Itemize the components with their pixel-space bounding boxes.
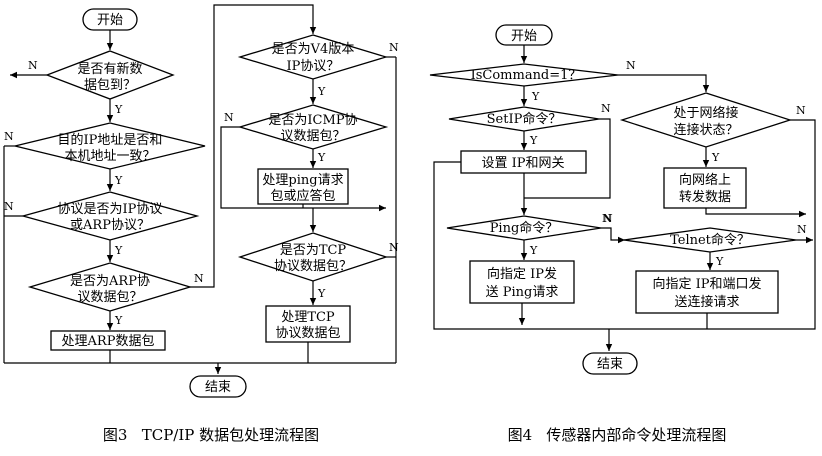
fig3-ip-proto-line1: 协议是否为IP协议 (58, 202, 163, 217)
fig4-start-label: 开始 (511, 29, 537, 44)
fig4-ping-yes: Y (529, 244, 538, 257)
fig3-new-packet-line2: 据包到？ (84, 78, 136, 93)
fig4-net-state-line2: 连接状态？ (673, 122, 738, 138)
fig3-new-packet-no: N (28, 59, 38, 72)
fig4-telnet-yes: Y (715, 255, 724, 268)
fig3-icmp-yes: Y (317, 151, 326, 164)
fig3-arp-proto-line2: 议数据包？ (77, 290, 142, 305)
fig3-ipv4-yes: Y (317, 85, 326, 98)
fig3-handle-arp-label: 处理ARP数据包 (62, 334, 155, 349)
fig4-is-command-no: N (626, 59, 636, 72)
fig4-caption: 图4 传感器内部命令处理流程图 (508, 426, 727, 444)
fig3-tcp-line1: 是否为TCP (280, 243, 347, 258)
fig4-forward-no: N (602, 212, 612, 225)
fig3-handle-tcp-line2: 协议数据包 (275, 326, 340, 341)
fig4-is-command-yes: Y (531, 90, 540, 103)
fig4-setip-yes: Y (529, 134, 538, 147)
fig3-ipv4-line2: IP协议？ (287, 59, 340, 74)
fig3-icmp-line2: 议数据包？ (280, 129, 345, 144)
fig4-net-state-line1: 处于网络接 (673, 105, 738, 121)
fig3-arp-proto-no: N (194, 272, 204, 285)
fig3-ip-match-no: N (4, 130, 14, 143)
fig4-ping-no: N (603, 212, 613, 225)
fig3-arp-proto-line1: 是否为ARP协 (70, 274, 150, 289)
fig3-handle-ping-line1: 处理ping请求 (262, 173, 343, 188)
fig4-send-ping-process (469, 260, 575, 304)
fig4-forward-line2: 转发数据 (679, 189, 731, 205)
fig3-icmp-line1: 是否为ICMP协 (268, 113, 357, 128)
fig4-forward-line1: 向网络上 (679, 172, 731, 188)
fig3-caption: 图3 TCP/IP 数据包处理流程图 (103, 426, 319, 444)
fig3-tcp-yes: Y (317, 287, 326, 300)
fig3-new-packet-yes: Y (114, 103, 123, 116)
fig3-ip-match-line2: 本机地址一致？ (64, 149, 155, 164)
fig4-net-state-no: N (796, 104, 806, 117)
fig3-ipv4-line1: 是否为V4版本 (272, 42, 355, 57)
fig4-set-ip-gw-label: 设置 IP和网关 (481, 156, 564, 171)
fig3-icmp-no: N (224, 111, 234, 124)
fig3-handle-tcp-process (265, 305, 351, 343)
fig3-ip-match-yes: Y (114, 174, 123, 187)
fig3-end-label: 结束 (205, 380, 231, 395)
fig4-end-terminal (582, 352, 638, 375)
fig3-handle-ping-process (257, 168, 349, 205)
fig4-telnet-label: Telnet命令？ (670, 232, 750, 248)
fig4-net-state-yes: Y (711, 151, 720, 164)
fig4-setip-label: SetIP命令？ (487, 111, 562, 127)
fig3-ip-proto-no: N (4, 200, 14, 213)
fig3-ip-match-line1: 目的IP地址是否和 (58, 132, 163, 148)
fig4-telnet-no: N (797, 223, 807, 236)
fig3-ip-proto-line2: 或ARP协议？ (70, 218, 150, 233)
fig3-start-label: 开始 (97, 13, 123, 28)
fig3-arp-proto-yes: Y (114, 314, 123, 327)
fig4-send-conn-line2: 送连接请求 (674, 294, 739, 310)
fig4-forward-process (663, 167, 747, 209)
fig4-send-ping-line1: 向指定 IP发 (487, 266, 557, 282)
figure-4-command-flowchart: 开始 IsCommand=1？ N Y SetIP命令？ N Y 设置 IP和网… (429, 24, 816, 444)
fig4-setip-no: N (601, 102, 611, 115)
fig3-end-terminal (189, 375, 247, 398)
fig4-end-label: 结束 (597, 357, 623, 372)
fig3-ipv4-no: N (389, 41, 399, 54)
fig4-send-ping-line2: 送 Ping请求 (486, 285, 559, 300)
fig4-is-command-label: IsCommand=1？ (471, 68, 582, 83)
fig3-handle-arp-process (50, 330, 166, 351)
fig3-handle-ping-line2: 包或应答包 (270, 188, 335, 204)
fig4-send-conn-process (635, 270, 779, 314)
figure-3-tcpip-flowchart: 开始 是否有新数 据包到？ N Y 目的IP地址是否和 本机地址一致？ N Y … (3, 4, 399, 444)
fig4-send-conn-line1: 向指定 IP和端口发 (652, 276, 761, 292)
fig3-new-packet-line1: 是否有新数 (77, 61, 142, 77)
fig3-ip-proto-yes: Y (114, 244, 123, 257)
fig4-ping-label: Ping命令？ (490, 220, 559, 236)
fig3-handle-tcp-line1: 处理TCP (281, 310, 335, 325)
fig3-tcp-line2: 协议数据包？ (274, 259, 352, 274)
fig3-tcp-no: N (389, 241, 399, 254)
